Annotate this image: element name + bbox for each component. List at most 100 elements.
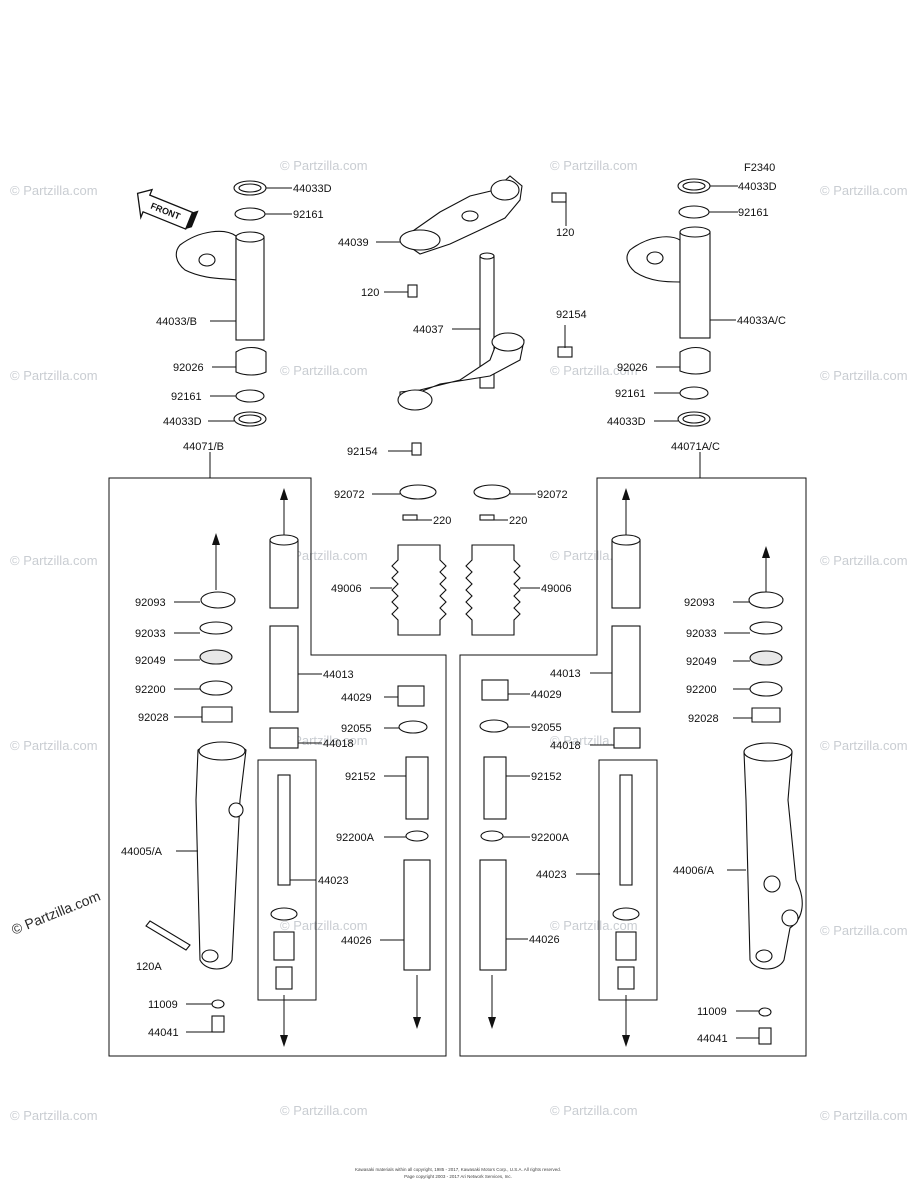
watermark: © Partzilla.com	[820, 553, 908, 568]
spacer	[405, 756, 429, 820]
part-label[interactable]: 92049	[686, 656, 717, 668]
part-label[interactable]: 49006	[331, 583, 362, 595]
part-label[interactable]: 11009	[697, 1006, 727, 1018]
part-label[interactable]: 92200A	[336, 832, 375, 844]
part-label[interactable]: 44033A/C	[737, 315, 786, 327]
part-label[interactable]: 92033	[135, 628, 166, 640]
circlip-ring	[678, 205, 710, 219]
part-label[interactable]: 92072	[334, 489, 365, 501]
watermark: © Partzilla.com	[10, 368, 98, 383]
watermark: © Partzilla.com	[10, 183, 98, 198]
watermark: © Partzilla.com	[820, 1108, 908, 1123]
part-label[interactable]: 92154	[556, 309, 587, 321]
part-label[interactable]: 92093	[684, 597, 715, 609]
part-label[interactable]: 92028	[138, 712, 169, 724]
part-label[interactable]: 44039	[338, 237, 369, 249]
part-label[interactable]: 44006/A	[673, 865, 715, 877]
watermark: © Partzilla.com	[10, 553, 98, 568]
upper-bracket-clamp	[490, 179, 520, 201]
washer	[405, 830, 429, 842]
part-label[interactable]: 44026	[529, 934, 560, 946]
watermark-layer: © Partzilla.com © Partzilla.com © Partzi…	[9, 158, 907, 1123]
part-label[interactable]: 44033D	[738, 181, 777, 193]
assembly-arrows	[212, 488, 770, 1047]
bushing	[751, 707, 781, 723]
part-label[interactable]: 92161	[615, 388, 646, 400]
part-label[interactable]: 92072	[537, 489, 568, 501]
screw-220	[402, 514, 418, 521]
part-label[interactable]: 92028	[688, 713, 719, 725]
part-label[interactable]: 120A	[136, 961, 162, 973]
part-label[interactable]: 44013	[550, 668, 581, 680]
part-label[interactable]: 11009	[148, 999, 178, 1011]
part-label[interactable]: 120	[556, 227, 574, 239]
top-plug	[481, 679, 509, 701]
part-label[interactable]: 44033/B	[156, 316, 197, 328]
part-label[interactable]: 44005/A	[121, 846, 163, 858]
part-label[interactable]: 220	[509, 515, 527, 527]
part-label[interactable]: 44071/B	[183, 441, 224, 453]
part-label[interactable]: 44041	[697, 1033, 728, 1045]
piston-ring	[270, 907, 298, 921]
part-label[interactable]: 92161	[738, 207, 769, 219]
right-fork-box	[459, 477, 807, 1057]
center-boots	[391, 484, 521, 636]
inner-tube-bottom	[269, 625, 299, 713]
part-label[interactable]: 220	[433, 515, 451, 527]
oil-lock-piece	[275, 966, 293, 990]
part-label[interactable]: 120	[361, 287, 379, 299]
left-fork-parts	[145, 534, 431, 1033]
part-label[interactable]: 44041	[148, 1027, 179, 1039]
part-label[interactable]: 92049	[135, 655, 166, 667]
collar	[679, 346, 711, 375]
rebound-spring	[273, 931, 295, 961]
bolt-92154	[557, 346, 573, 358]
part-label[interactable]: 44033D	[163, 416, 202, 428]
fork-spring	[403, 859, 431, 971]
washer	[749, 681, 783, 697]
part-label[interactable]: 92093	[135, 597, 166, 609]
part-label[interactable]: 92161	[293, 209, 324, 221]
part-label[interactable]: 92161	[171, 391, 202, 403]
gasket-11009	[211, 999, 225, 1009]
part-label[interactable]: 44033D	[293, 183, 332, 195]
outer-tube-boss	[228, 802, 244, 818]
part-label[interactable]: 92200A	[531, 832, 570, 844]
part-label[interactable]: 44026	[341, 935, 372, 947]
part-label[interactable]: 44029	[341, 692, 372, 704]
part-label[interactable]: 44018	[323, 738, 354, 750]
part-label[interactable]: 92055	[531, 722, 562, 734]
part-label[interactable]: 49006	[541, 583, 572, 595]
right-inner-box	[598, 759, 658, 1001]
part-label[interactable]: 44018	[550, 740, 581, 752]
outer-tube-top	[743, 742, 793, 762]
watermark: © Partzilla.com	[550, 1103, 638, 1118]
part-label[interactable]: 92026	[173, 362, 204, 374]
collar	[235, 346, 267, 376]
part-label[interactable]: 92200	[686, 684, 717, 696]
tube-top	[235, 231, 265, 243]
inner-tube-top	[269, 539, 299, 609]
footer-copyright: Page copyright 2003 - 2017 Ari Network S…	[404, 1174, 512, 1179]
watermark: © Partzilla.com	[280, 918, 368, 933]
part-label[interactable]: 92200	[135, 684, 166, 696]
part-label[interactable]: 92152	[531, 771, 562, 783]
part-label[interactable]: 92055	[341, 723, 372, 735]
part-label[interactable]: 92154	[347, 446, 378, 458]
part-label[interactable]: 92026	[617, 362, 648, 374]
part-label[interactable]: 44013	[323, 669, 354, 681]
part-label[interactable]: 44023	[536, 869, 567, 881]
part-label[interactable]: 44037	[413, 324, 444, 336]
part-label[interactable]: 44029	[531, 689, 562, 701]
circlip-ring	[234, 207, 266, 221]
fork-spring	[479, 859, 507, 971]
o-ring	[479, 719, 509, 733]
part-label[interactable]: 44033D	[607, 416, 646, 428]
inner-tube-bottom	[611, 625, 641, 713]
damper-rod	[277, 774, 291, 886]
part-label[interactable]: 44023	[318, 875, 349, 887]
part-label[interactable]: 92152	[345, 771, 376, 783]
part-label[interactable]: 44071A/C	[671, 441, 720, 453]
part-label[interactable]: 92033	[686, 628, 717, 640]
